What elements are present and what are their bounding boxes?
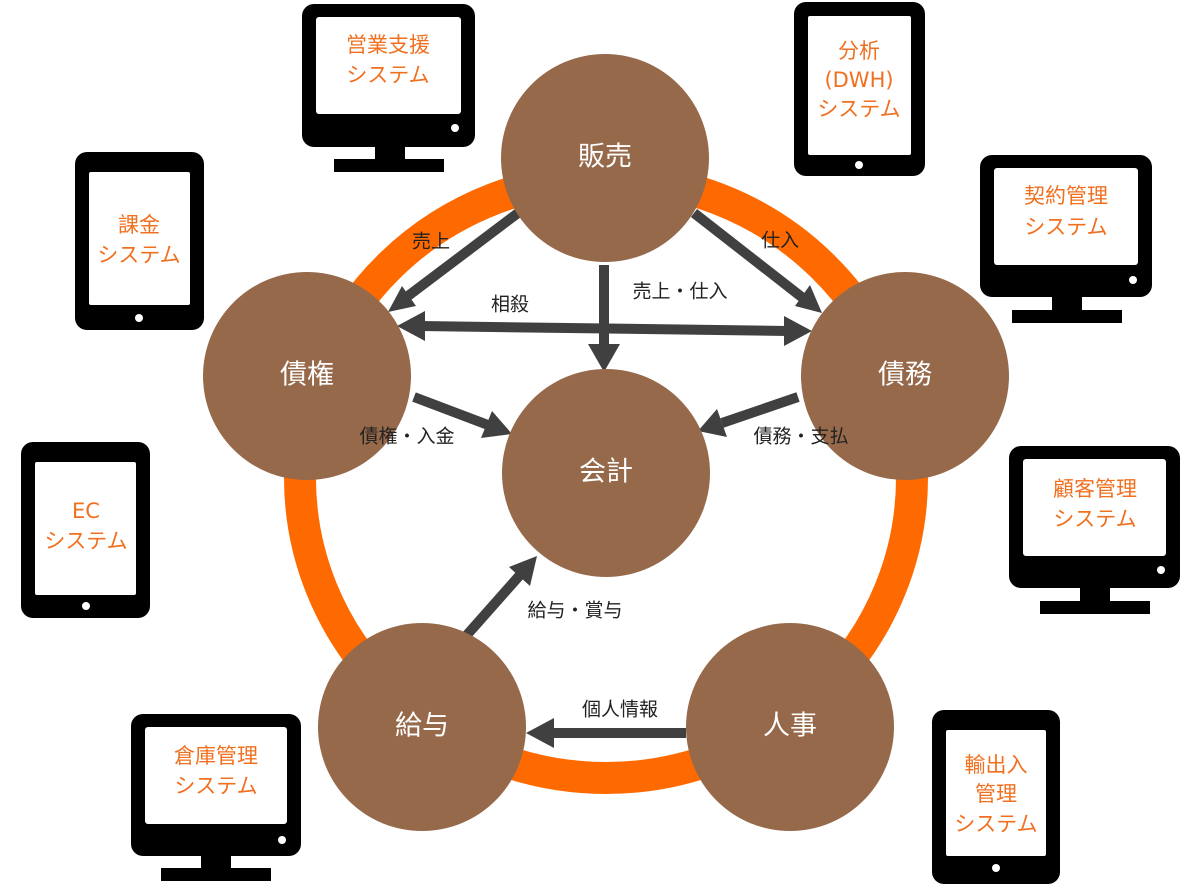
device-label-line: 営業支援 [346,33,430,57]
node-label: 人事 [763,711,817,742]
edge-label-sales-to-accounting: 売上・仕入 [632,281,727,303]
device-label-line: システム [346,63,429,87]
edge-label-hr-to-payroll: 個人情報 [582,699,658,721]
billing-system-tablet: 課金 システム [75,152,204,330]
edge-label-sales-to-receivables: 売上 [412,231,450,253]
device-label-line: 管理 [975,782,1017,806]
warehouse-management-system-monitor: 倉庫管理 システム [131,714,301,881]
arrow-payroll-to-accounting [462,571,524,640]
device-label-line: 分析 [838,39,880,63]
customer-management-system-monitor: 顧客管理 システム [1009,446,1180,614]
arrow-offset [419,321,789,336]
flow-arrows [388,209,822,748]
arrowhead [784,316,812,346]
device-label-line: システム [44,529,127,553]
node-sales: 販売 [501,54,709,262]
device-label-line: 輸出入 [965,753,1028,777]
contract-management-system-monitor: 契約管理 システム [980,155,1152,323]
sales-support-system-monitor: 営業支援 システム [302,4,475,172]
import-export-management-system-tablet: 輸出入 管理 システム [932,710,1060,884]
device-label-line: 課金 [118,213,160,237]
device-label-line: システム [1024,215,1107,239]
arrowhead [397,311,425,341]
edge-label-payroll-to-accounting: 給与・賞与 [527,600,622,622]
ec-system-tablet: EC システム [21,442,150,618]
node-receivables: 債権 [203,272,411,480]
device-label-line: (DWH) [824,68,893,92]
arrowhead [795,285,822,313]
device-label-line: システム [1053,507,1136,531]
node-label: 会計 [579,457,633,488]
edge-label-payables-to-accounting: 債務・支払 [753,426,848,448]
arrow-sales-to-payables [690,209,812,306]
device-label-line: システム [817,97,900,121]
node-accounting: 会計 [502,369,710,577]
edge-label-receivables-to-accounting: 債権・入金 [359,426,454,448]
device-label-line: 倉庫管理 [174,744,258,768]
device-label-line: EC [72,499,100,523]
node-payables: 債務 [801,272,1009,480]
arrowhead [388,286,416,312]
arrow-payables-to-accounting [720,392,800,428]
device-label-line: 顧客管理 [1053,477,1137,501]
arrowhead [509,556,537,586]
analytics-dwh-system-tablet: 分析 (DWH) システム [794,2,925,176]
node-label: 販売 [578,142,632,173]
arrow-sales-to-receivables [396,209,522,306]
node-hr: 人事 [686,623,894,831]
device-label-line: システム [97,243,180,267]
edge-label-offset: 相殺 [491,294,529,316]
node-label: 債権 [280,360,334,391]
node-label: 債務 [878,360,932,391]
device-label-line: 契約管理 [1024,184,1108,208]
arrowhead [698,409,727,437]
arrowhead [481,411,512,438]
edge-label-sales-to-payables: 仕入 [761,230,799,252]
arrow-receivables-to-accounting [412,392,490,430]
arrowhead [588,344,620,372]
device-label-line: システム [174,774,257,798]
node-payroll: 給与 [318,623,526,831]
node-label: 給与 [395,711,449,742]
arrowhead [526,718,554,748]
device-label-line: システム [954,812,1037,836]
